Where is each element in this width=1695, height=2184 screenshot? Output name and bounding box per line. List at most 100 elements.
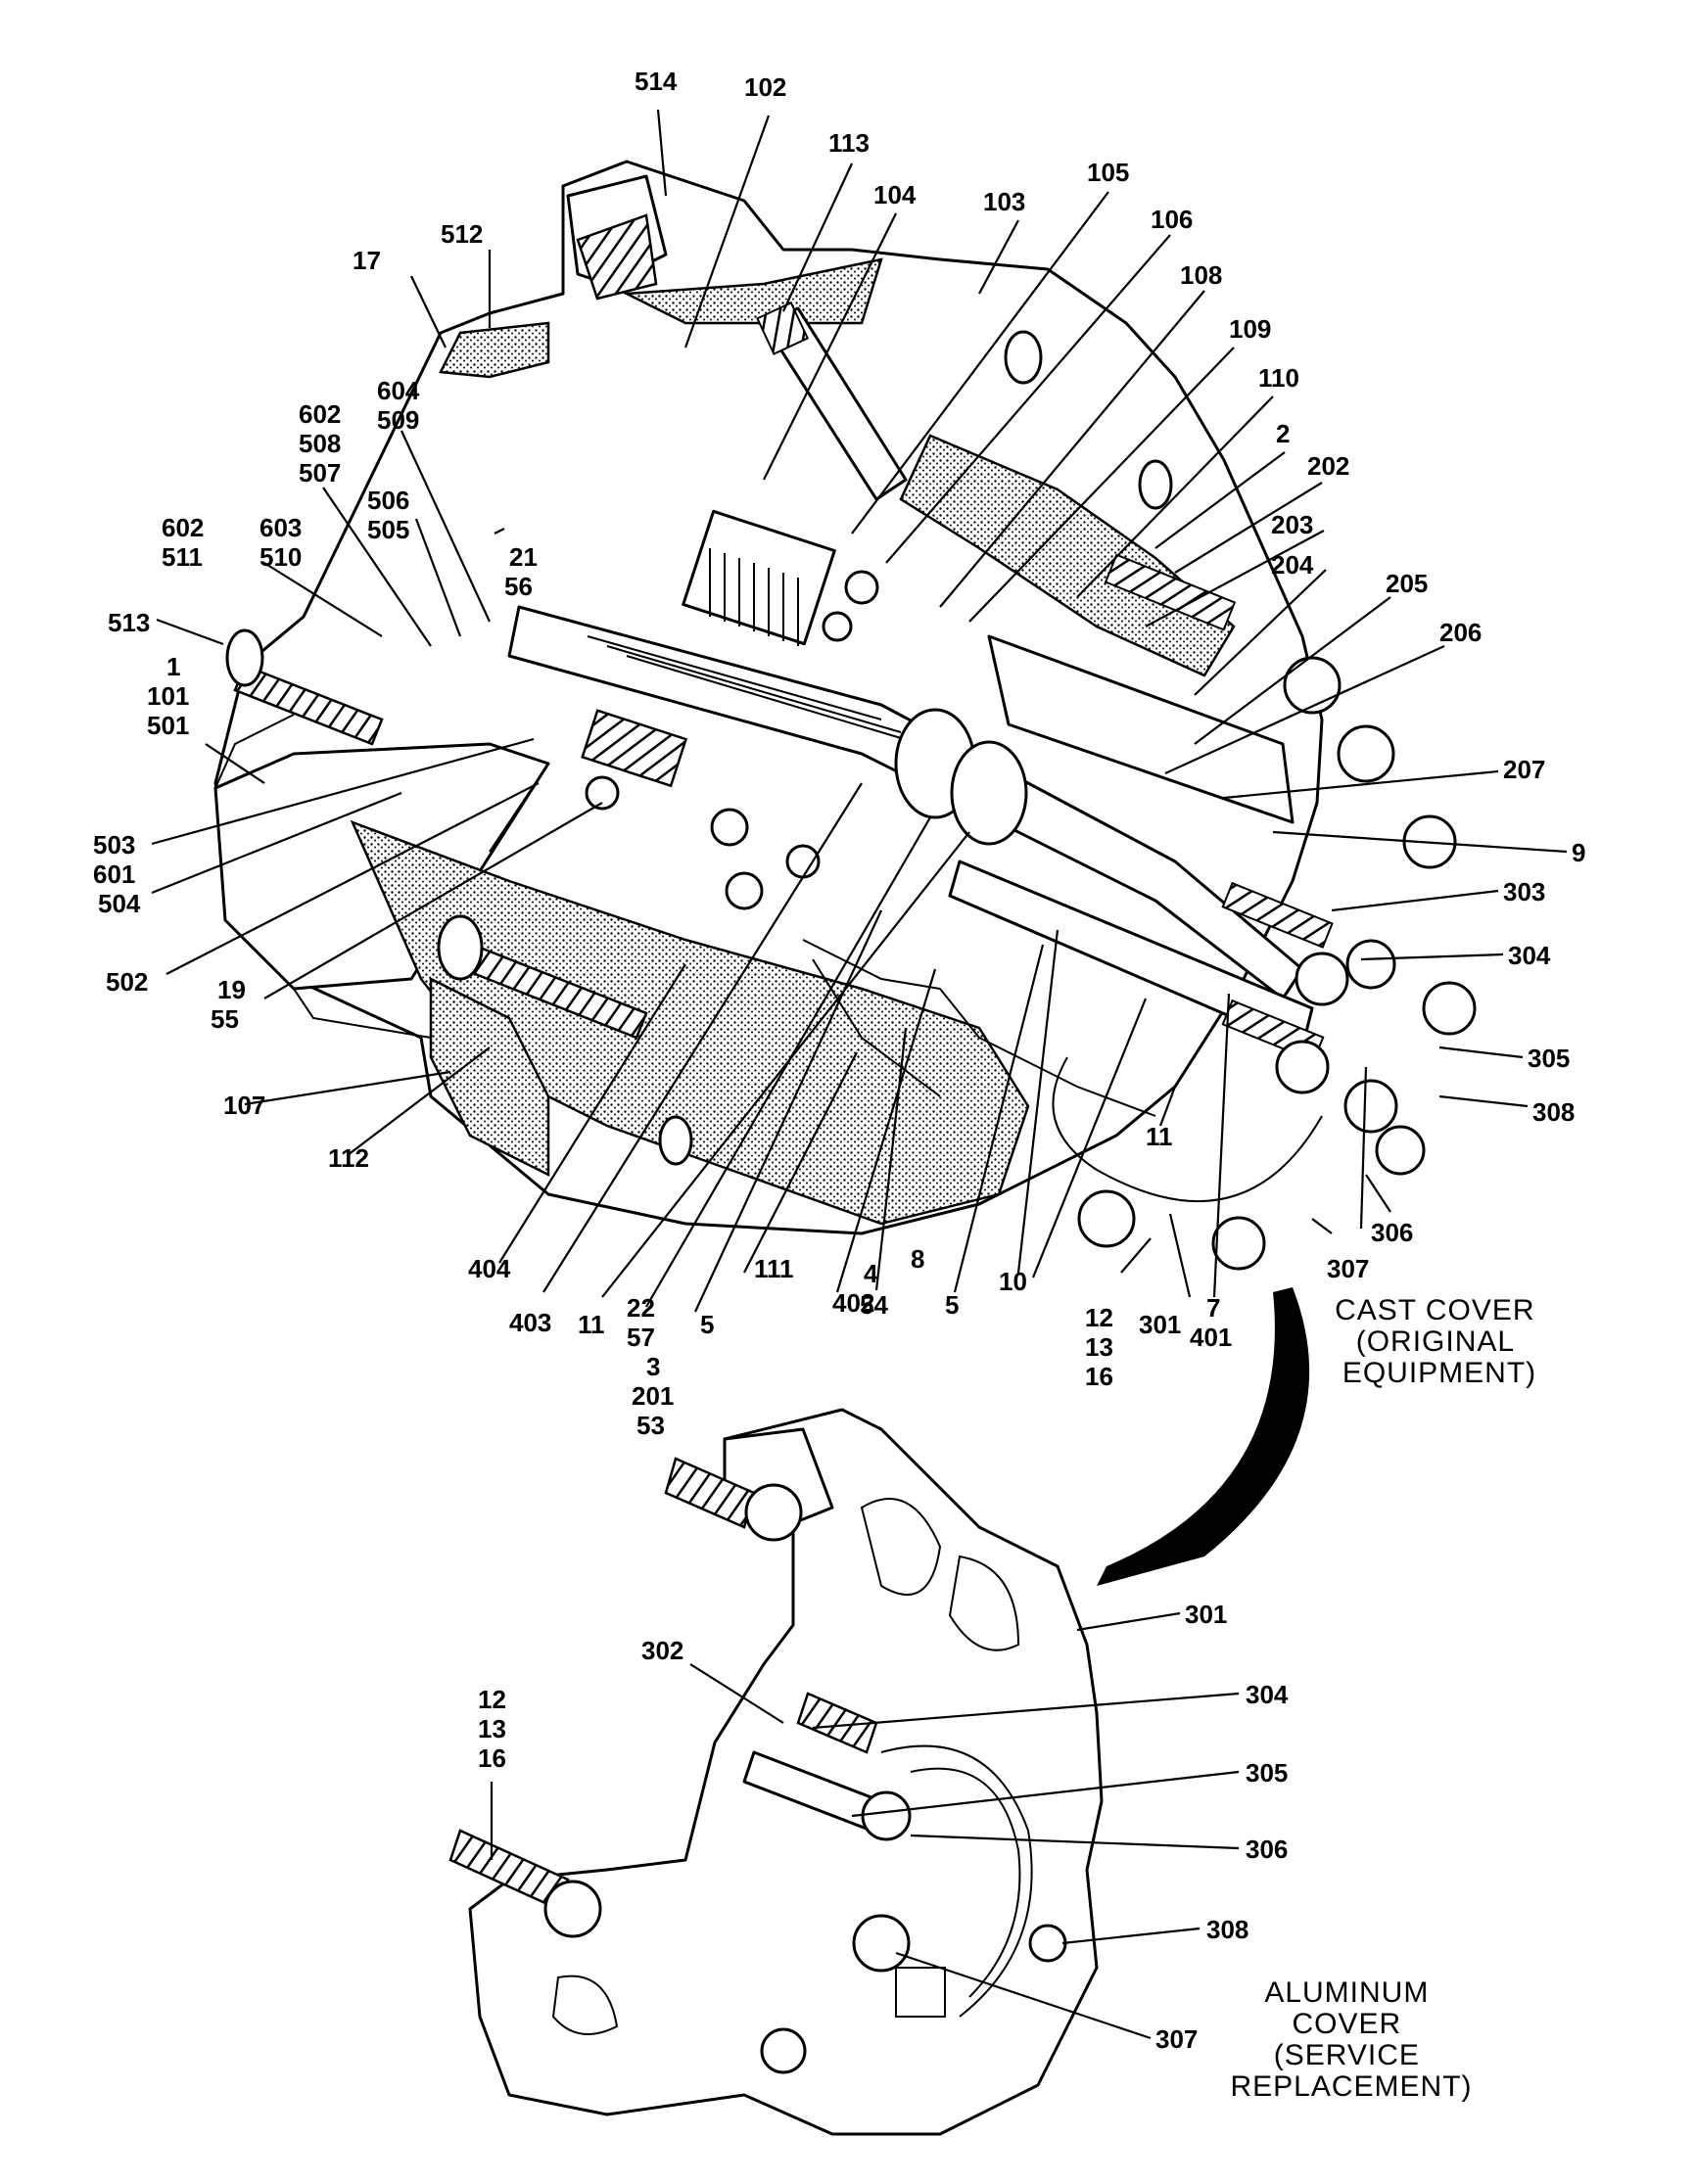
callout-306-upper: 306 xyxy=(1371,1218,1413,1247)
callout-603: 603 xyxy=(259,513,302,542)
callout-201: 201 xyxy=(632,1381,674,1411)
callout-16-lower: 16 xyxy=(478,1743,506,1773)
callout-19: 19 xyxy=(217,975,246,1004)
lobe-cutout-3 xyxy=(551,1975,619,2035)
left-stipple-cover xyxy=(429,976,550,1178)
callout-107: 107 xyxy=(223,1091,265,1120)
upper-stipple-rim xyxy=(622,257,883,325)
callout-306-lower: 306 xyxy=(1246,1835,1288,1864)
callout-402: 402 xyxy=(832,1288,874,1318)
middle-stud-head xyxy=(861,1790,912,1841)
plate-detail xyxy=(895,1967,946,2018)
callout-108: 108 xyxy=(1180,260,1222,290)
callout-507: 507 xyxy=(299,458,341,488)
callout-54: 54 xyxy=(860,1290,888,1320)
callout-305-lower: 305 xyxy=(1246,1758,1288,1788)
callout-301-upper: 301 xyxy=(1139,1310,1181,1339)
left-bolt-head-lower xyxy=(543,1880,602,1938)
callout-111: 111 xyxy=(754,1254,794,1283)
cast-cover-ring xyxy=(1052,1056,1323,1203)
callout-601: 601 xyxy=(93,860,135,889)
callout-514: 514 xyxy=(635,67,678,96)
callout-8: 8 xyxy=(911,1244,924,1274)
pin-thread xyxy=(756,301,810,355)
callout-301-lower: 301 xyxy=(1185,1600,1227,1629)
callout-109: 109 xyxy=(1229,314,1271,344)
callout-7: 7 xyxy=(1206,1293,1220,1323)
callout-502: 502 xyxy=(106,967,148,997)
cover-hex-bolts xyxy=(1077,656,1477,1271)
callout-10: 10 xyxy=(999,1267,1027,1296)
callout-304: 304 xyxy=(1508,941,1551,970)
lower-callouts: 301 302 304 305 306 308 307 12 13 16 xyxy=(478,1600,1289,2054)
callout-4: 4 xyxy=(864,1259,878,1288)
lower-assembly-drawing xyxy=(448,1408,1104,2136)
top-bolt-head xyxy=(744,1483,803,1542)
lower-hole xyxy=(760,2027,807,2074)
clutch-pack xyxy=(682,509,836,646)
callout-304-lower: 304 xyxy=(1246,1680,1289,1709)
upper-bolt-thread xyxy=(576,213,658,301)
callout-506: 506 xyxy=(367,486,409,515)
right-stud-thread xyxy=(1104,553,1237,631)
callout-16-upper: 16 xyxy=(1085,1362,1113,1391)
callout-509: 509 xyxy=(377,405,419,435)
callout-106: 106 xyxy=(1151,205,1193,234)
callout-22: 22 xyxy=(627,1293,655,1323)
housing-hole-top xyxy=(1004,330,1043,385)
callout-206: 206 xyxy=(1439,618,1482,647)
coupling-sleeve-ring xyxy=(950,740,1028,846)
callout-11-left: 11 xyxy=(578,1310,605,1339)
callout-308: 308 xyxy=(1532,1097,1575,1127)
cast-cover-caption-text: CAST COVER (ORIGINAL EQUIPMENT) xyxy=(1335,1294,1544,1389)
callout-307-upper: 307 xyxy=(1327,1254,1369,1283)
callout-204: 204 xyxy=(1271,550,1314,580)
aluminum-cover-caption-text: ALUMINUM COVER (SERVICE REPLACEMENT) xyxy=(1230,1976,1472,2103)
callout-602-upper: 602 xyxy=(299,399,341,429)
left-bolt-head xyxy=(225,628,264,687)
callout-203: 203 xyxy=(1271,510,1313,539)
callout-21: 21 xyxy=(509,542,538,572)
callout-57: 57 xyxy=(627,1323,655,1352)
callout-56: 56 xyxy=(504,572,533,601)
lobe-cutout-2 xyxy=(948,1555,1020,1651)
callout-308-lower: 308 xyxy=(1206,1915,1248,1944)
callout-401: 401 xyxy=(1190,1323,1232,1352)
callout-501: 501 xyxy=(147,711,189,740)
callout-602-lower: 602 xyxy=(162,513,204,542)
cover-disc xyxy=(880,1744,1033,2018)
callout-104: 104 xyxy=(873,180,917,209)
callout-13-upper: 13 xyxy=(1085,1332,1113,1362)
bottom-bolt-head xyxy=(437,914,484,981)
callout-17: 17 xyxy=(353,246,381,275)
top-bolt-shank xyxy=(664,1457,756,1529)
shaft-spline xyxy=(587,635,921,745)
callout-302: 302 xyxy=(641,1636,683,1665)
callout-5-right: 5 xyxy=(945,1290,959,1320)
callout-2: 2 xyxy=(1276,419,1290,448)
callout-205: 205 xyxy=(1386,569,1428,598)
right-bolt-head-lower xyxy=(852,1914,911,1973)
callout-101: 101 xyxy=(147,681,189,711)
lobe-cutout-1 xyxy=(860,1498,942,1596)
callout-404: 404 xyxy=(468,1254,511,1283)
callout-512: 512 xyxy=(441,219,483,249)
callout-305: 305 xyxy=(1528,1044,1570,1073)
callout-103: 103 xyxy=(983,187,1025,216)
callout-513: 513 xyxy=(108,608,150,637)
left-cover-edges xyxy=(214,714,549,1039)
callout-9: 9 xyxy=(1572,838,1585,867)
callout-3: 3 xyxy=(646,1352,660,1381)
callout-5-left: 5 xyxy=(700,1310,714,1339)
callout-307-lower: 307 xyxy=(1155,2024,1198,2054)
callout-113: 113 xyxy=(828,128,870,158)
aluminum-cover-caption: ALUMINUM COVER (SERVICE REPLACEMENT) xyxy=(1230,1976,1472,2103)
callout-508: 508 xyxy=(299,429,341,458)
side-plug xyxy=(1028,1924,1067,1963)
callout-503: 503 xyxy=(93,830,135,860)
right-cylinder xyxy=(987,634,1295,824)
callout-303: 303 xyxy=(1503,877,1545,906)
spring-stack xyxy=(581,709,688,788)
housing-hole-right xyxy=(1138,459,1173,510)
